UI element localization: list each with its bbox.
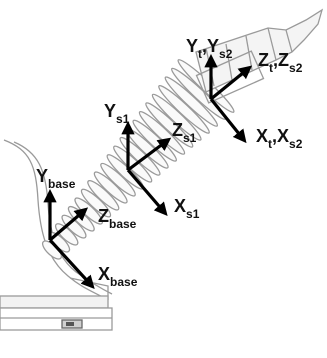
bellows-ring [119,136,161,176]
x-base-label: Xbase [98,264,138,289]
bellows-ring [100,162,136,197]
x-tool-s2-label: Xt,Xs2 [256,126,303,151]
bellows-ring [87,180,120,211]
z-s1-label: Zs1 [172,120,197,145]
base-plate [0,295,113,331]
bellows-ring [93,171,128,204]
bellows-ring [61,214,87,239]
z-base-axis [48,207,89,242]
y-tool-s2-label: Yt,Ys2 [186,36,233,61]
frame-tool-s2 [204,53,253,144]
z-s1-axis [127,137,172,172]
bellows-ring [80,188,112,218]
bellows-ring [158,84,210,134]
x-s1-axis [126,168,168,217]
y-base-label: Ybase [36,166,76,191]
z-base-label: Zbase [98,206,137,231]
bellows-ring [151,93,202,141]
x-tool-s2-axis [209,97,247,144]
frame-s1 [121,120,172,217]
z-tool-s2-label: Zt,Zs2 [258,50,303,75]
x-s1-label: Xs1 [174,196,200,221]
bellows-ring [138,110,186,155]
tool-head [195,8,324,104]
y-s1-label: Ys1 [104,101,130,126]
bellows-ring [145,102,194,148]
x-base-axis [48,238,95,289]
bellows-ring [164,76,219,127]
frame-base [43,188,95,289]
z-tool-s2-axis [209,65,253,101]
